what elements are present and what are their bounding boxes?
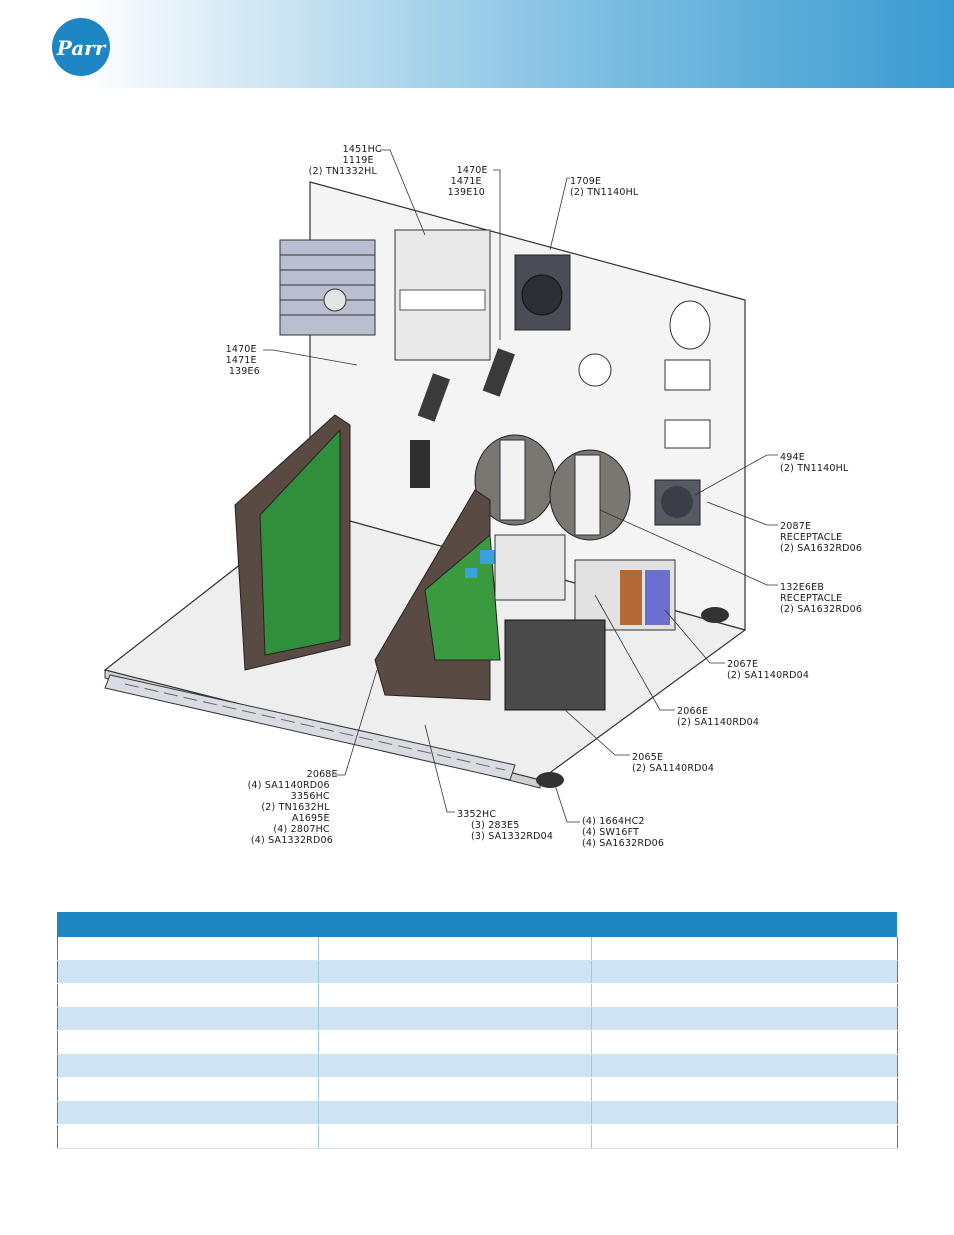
table-cell xyxy=(318,1007,592,1031)
table-body xyxy=(57,937,898,1149)
table-cell xyxy=(57,937,319,961)
table-cell xyxy=(591,1124,898,1149)
table-cell xyxy=(318,1124,592,1149)
table-cell xyxy=(318,1077,592,1102)
table-cell xyxy=(318,1101,592,1125)
callout-12: 3352HC (3) 283E5 (3) SA1332RD04 xyxy=(457,809,553,842)
table-cell xyxy=(318,960,592,984)
svg-text:Parr: Parr xyxy=(56,36,107,60)
callout-9: 2066E (2) SA1140RD04 xyxy=(677,706,759,728)
table-cell xyxy=(57,960,319,984)
table-header-bar xyxy=(57,912,897,937)
callout-8: 2067E (2) SA1140RD04 xyxy=(727,659,809,681)
table-cell xyxy=(57,1054,319,1078)
table-cell xyxy=(591,983,898,1008)
table-row xyxy=(57,937,898,961)
callout-2: 1470E 1471E 139E10 xyxy=(448,165,491,198)
callout-13: (4) 1664HC2 (4) SW16FT (4) SA1632RD06 xyxy=(582,816,664,849)
table-cell xyxy=(57,1077,319,1102)
table-cell xyxy=(57,1030,319,1055)
table-cell xyxy=(591,1077,898,1102)
table-cell xyxy=(318,1054,592,1078)
table-row xyxy=(57,1030,898,1055)
table-cell xyxy=(591,1054,898,1078)
table-cell xyxy=(318,983,592,1008)
callout-6: 2087E RECEPTACLE (2) SA1632RD06 xyxy=(780,521,862,554)
table-cell xyxy=(591,960,898,984)
parr-logo: Parr xyxy=(52,18,110,76)
table-row xyxy=(57,1124,898,1149)
table-cell xyxy=(57,983,319,1008)
table-cell xyxy=(318,1030,592,1055)
table-row xyxy=(57,1077,898,1102)
table-cell xyxy=(57,1101,319,1125)
table-row xyxy=(57,960,898,984)
table-row xyxy=(57,1054,898,1078)
callout-3: 1709E (2) TN1140HL xyxy=(570,176,639,198)
table-cell xyxy=(57,1007,319,1031)
table-cell xyxy=(591,937,898,961)
table-row xyxy=(57,1101,898,1125)
callout-1: 1451HC 1119E (2) TN1332HL xyxy=(309,144,385,177)
table-cell xyxy=(591,1101,898,1125)
callout-4: 1470E 1471E 139E6 xyxy=(226,344,260,377)
table-cell xyxy=(57,1124,319,1149)
table-cell xyxy=(591,1007,898,1031)
table-cell xyxy=(591,1030,898,1055)
table-cell xyxy=(318,937,592,961)
callout-7: 132E6EB RECEPTACLE (2) SA1632RD06 xyxy=(780,582,862,615)
callout-5: 494E (2) TN1140HL xyxy=(780,452,849,474)
callout-11: 2068E (4) SA1140RD06 3356HC (2) TN1632HL… xyxy=(248,769,341,846)
callout-10: 2065E (2) SA1140RD04 xyxy=(632,752,714,774)
parts-table xyxy=(57,912,898,1149)
table-row xyxy=(57,983,898,1008)
page-header: Parr xyxy=(0,0,954,88)
assembly-diagram: 1451HC 1119E (2) TN1332HL 1470E 1471E 13… xyxy=(103,144,862,849)
table-row xyxy=(57,1007,898,1031)
